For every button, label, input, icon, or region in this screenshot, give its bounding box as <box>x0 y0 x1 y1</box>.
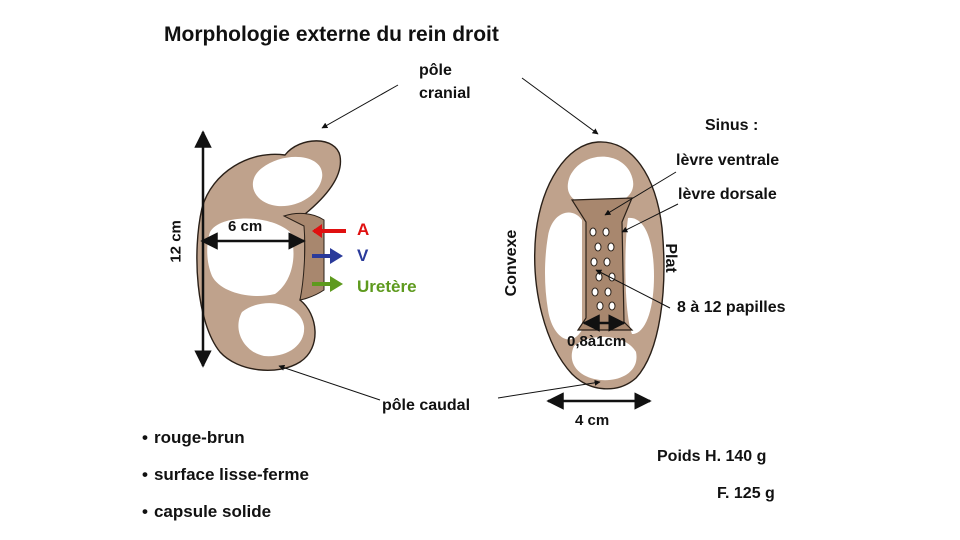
left-kidney-width-label: 6 cm <box>228 218 263 235</box>
ventral-lip-pointer <box>604 171 677 216</box>
convex-border-label: Convexe <box>503 229 520 297</box>
sinus-title: Sinus : <box>705 117 759 134</box>
properties-list: rouge-brun surface lisse-ferme capsule s… <box>142 428 309 539</box>
right-kidney-parenchyma-bottom <box>571 336 637 381</box>
papillae-label: 8 à 12 papilles <box>677 299 786 316</box>
papilla <box>596 301 604 311</box>
vein-arrow-head <box>330 248 343 264</box>
right-kidney-sinus <box>570 197 634 331</box>
caudal-pointer-right <box>497 379 601 399</box>
thickness-label: 4 cm <box>575 412 610 429</box>
vessel-arrows <box>312 224 346 292</box>
papilla <box>595 272 603 282</box>
left-kidney-parenchyma-bottom <box>238 303 305 357</box>
right-kidney <box>534 141 665 410</box>
papilla <box>603 257 611 267</box>
vein-label: V <box>357 246 369 265</box>
papilla <box>590 257 598 267</box>
ureter-arrow-head <box>330 276 343 292</box>
ventral-lip-label: lèvre ventrale <box>676 152 780 169</box>
pole-caudal-label: pôle caudal <box>382 397 471 414</box>
papilla <box>594 242 602 252</box>
right-kidney-parenchyma-left <box>545 212 582 340</box>
caudal-pointer-left <box>278 364 381 401</box>
papilla <box>608 301 616 311</box>
left-kidney-parenchyma-top <box>252 156 323 207</box>
cranial-pointer-left <box>321 84 399 129</box>
page-title: Morphologie externe du rein droit <box>164 23 499 46</box>
pole-cranial-label-line2: cranial <box>419 85 471 102</box>
artery-label: A <box>357 220 370 239</box>
papilla <box>589 227 597 237</box>
papilla <box>602 227 610 237</box>
dorsal-lip-pointer <box>621 203 679 233</box>
left-kidney-length-label: 12 cm <box>167 220 185 263</box>
sinus-width-label: 0,8à1cm <box>567 333 627 350</box>
right-kidney-parenchyma-top <box>567 156 634 206</box>
papillae-group <box>589 227 616 311</box>
weight-line-1: Poids H. 140 g <box>657 448 767 465</box>
dorsal-lip-label: lèvre dorsale <box>678 186 777 203</box>
papillae-pointer <box>595 269 671 309</box>
cranial-pointer-right <box>521 77 599 135</box>
property-item: capsule solide <box>142 502 309 539</box>
papilla <box>604 287 612 297</box>
flat-border-label: Plat <box>662 243 679 273</box>
papilla <box>607 242 615 252</box>
papilla <box>591 287 599 297</box>
property-item: surface lisse-ferme <box>142 465 309 502</box>
left-kidney-hilum <box>282 212 325 301</box>
weight-line-2: F. 125 g <box>717 485 775 502</box>
ureter-label: Uretère <box>357 277 417 296</box>
property-item: rouge-brun <box>142 428 309 465</box>
pole-cranial-label-line1: pôle <box>419 62 452 79</box>
pointer-lines <box>278 77 679 401</box>
artery-arrow-head <box>312 224 322 238</box>
left-kidney <box>194 130 342 371</box>
right-kidney-parenchyma-right <box>625 217 654 334</box>
